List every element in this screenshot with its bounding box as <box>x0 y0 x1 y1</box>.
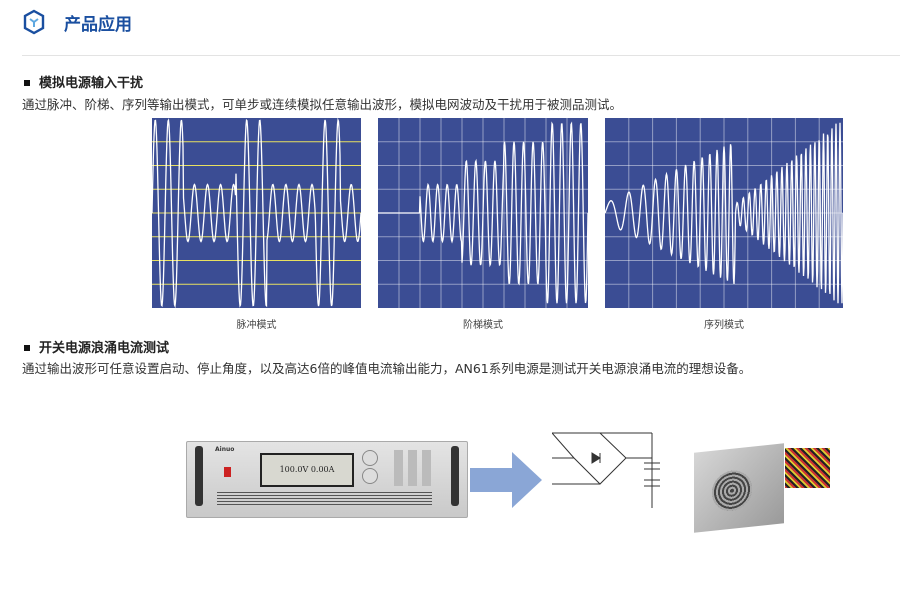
step-mode-waveform <box>378 118 588 308</box>
device-display: 100.0V 0.00A <box>262 455 352 485</box>
section-description: 通过脉冲、阶梯、序列等输出模式，可单步或连续模拟任意输出波形，模拟电网波动及干扰… <box>22 97 623 112</box>
power-switch <box>224 467 231 477</box>
divider <box>22 55 900 56</box>
waveform-trace <box>378 121 588 304</box>
arrow-right-icon <box>470 452 542 508</box>
rectifier-circuit-diagram <box>552 432 660 508</box>
psu-cables <box>785 448 830 488</box>
power-supply-device: Ainuo 100.0V 0.00A <box>186 441 468 518</box>
atx-psu-image <box>694 443 784 533</box>
caption-sequence-mode: 序列模式 <box>704 320 744 331</box>
waveform-trace <box>152 118 361 308</box>
device-brand: Ainuo <box>215 446 235 453</box>
caption-step-mode: 阶梯模式 <box>463 320 503 331</box>
sequence-mode-waveform <box>605 118 843 308</box>
section-description: 通过输出波形可任意设置启动、停止角度，以及高达6倍的峰值电流输出能力，AN61系… <box>22 361 752 376</box>
fan-icon <box>712 468 752 513</box>
cube-icon <box>23 9 45 35</box>
caption-pulse-mode: 脉冲模式 <box>236 320 277 331</box>
pulse-mode-waveform <box>152 118 361 308</box>
section-heading-inrush-current: 开关电源浪涌电流测试 <box>22 337 169 356</box>
waveform-trace <box>605 122 843 304</box>
page-title: 产品应用 <box>64 15 132 35</box>
section-heading-input-interference: 模拟电源输入干扰 <box>22 72 143 91</box>
